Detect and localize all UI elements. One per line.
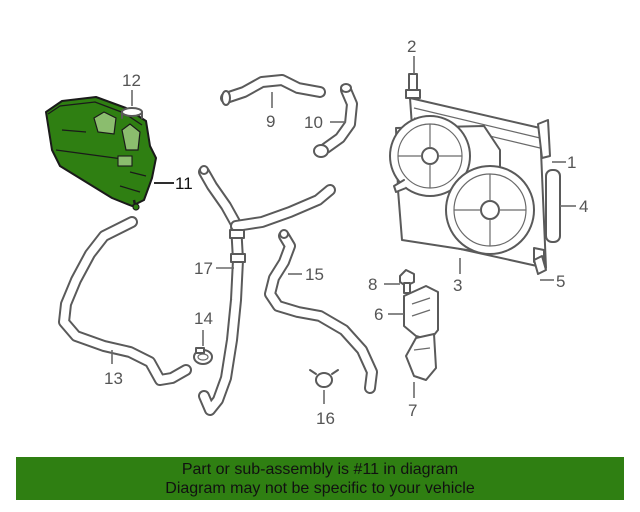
callout-8[interactable]: 8 <box>368 275 400 294</box>
svg-text:7: 7 <box>408 401 417 420</box>
svg-text:14: 14 <box>194 309 213 328</box>
svg-text:17: 17 <box>194 259 213 278</box>
callout-15[interactable]: 15 <box>288 265 324 284</box>
callout-3[interactable]: 3 <box>453 258 462 295</box>
hose-clamp-part-14[interactable] <box>193 347 213 365</box>
svg-text:15: 15 <box>305 265 324 284</box>
callout-5[interactable]: 5 <box>540 272 565 291</box>
callout-4[interactable]: 4 <box>560 197 588 216</box>
svg-text:3: 3 <box>453 276 462 295</box>
callout-17[interactable]: 17 <box>194 259 234 278</box>
hose-clamp-part-16[interactable] <box>309 369 339 388</box>
svg-text:2: 2 <box>407 37 416 56</box>
svg-text:16: 16 <box>316 409 335 428</box>
callout-10[interactable]: 10 <box>304 113 346 132</box>
hose-part-10[interactable] <box>313 83 358 158</box>
callout-6[interactable]: 6 <box>374 305 404 324</box>
radiator-fan-assembly-part-3[interactable] <box>389 97 547 269</box>
sensor-part-2[interactable] <box>405 73 421 99</box>
callout-1[interactable]: 1 <box>552 153 576 172</box>
svg-text:5: 5 <box>556 272 565 291</box>
callout-13[interactable]: 13 <box>104 350 123 388</box>
svg-text:11: 11 <box>175 174 193 193</box>
hose-part-15[interactable] <box>264 229 378 394</box>
svg-text:12: 12 <box>122 71 141 90</box>
svg-text:13: 13 <box>104 369 123 388</box>
bolt-part-8[interactable] <box>399 269 415 294</box>
reservoir-cap-part-12[interactable] <box>121 107 143 119</box>
fitting-part-5[interactable] <box>533 255 547 275</box>
banner-line-part-number: Part or sub-assembly is #11 in diagram <box>181 461 459 478</box>
bracket-part-7[interactable] <box>405 333 437 381</box>
hose-part-9[interactable] <box>220 74 326 106</box>
callout-12[interactable]: 12 <box>122 71 141 106</box>
exploded-parts-diagram: 1 2 3 4 5 6 7 8 <box>45 37 588 428</box>
coolant-reservoir-part-11[interactable] <box>45 96 157 211</box>
banner-line-disclaimer: Diagram may not be specific to your vehi… <box>165 480 475 497</box>
callout-2[interactable]: 2 <box>407 37 416 74</box>
callout-9[interactable]: 9 <box>266 92 275 131</box>
callout-16[interactable]: 16 <box>316 390 335 428</box>
info-banner: Part or sub-assembly is #11 in diagram D… <box>16 457 624 500</box>
callout-14[interactable]: 14 <box>194 309 213 346</box>
condenser-part-4[interactable] <box>545 169 561 243</box>
svg-text:4: 4 <box>579 197 588 216</box>
bracket-part-6[interactable] <box>403 285 439 341</box>
callout-11[interactable]: 11 <box>154 174 193 193</box>
callout-7[interactable]: 7 <box>408 382 417 420</box>
svg-text:6: 6 <box>374 305 383 324</box>
svg-text:10: 10 <box>304 113 323 132</box>
svg-text:9: 9 <box>266 112 275 131</box>
hose-part-17[interactable] <box>198 165 336 416</box>
svg-text:1: 1 <box>567 153 576 172</box>
hose-part-13[interactable] <box>58 216 192 386</box>
svg-text:8: 8 <box>368 275 377 294</box>
